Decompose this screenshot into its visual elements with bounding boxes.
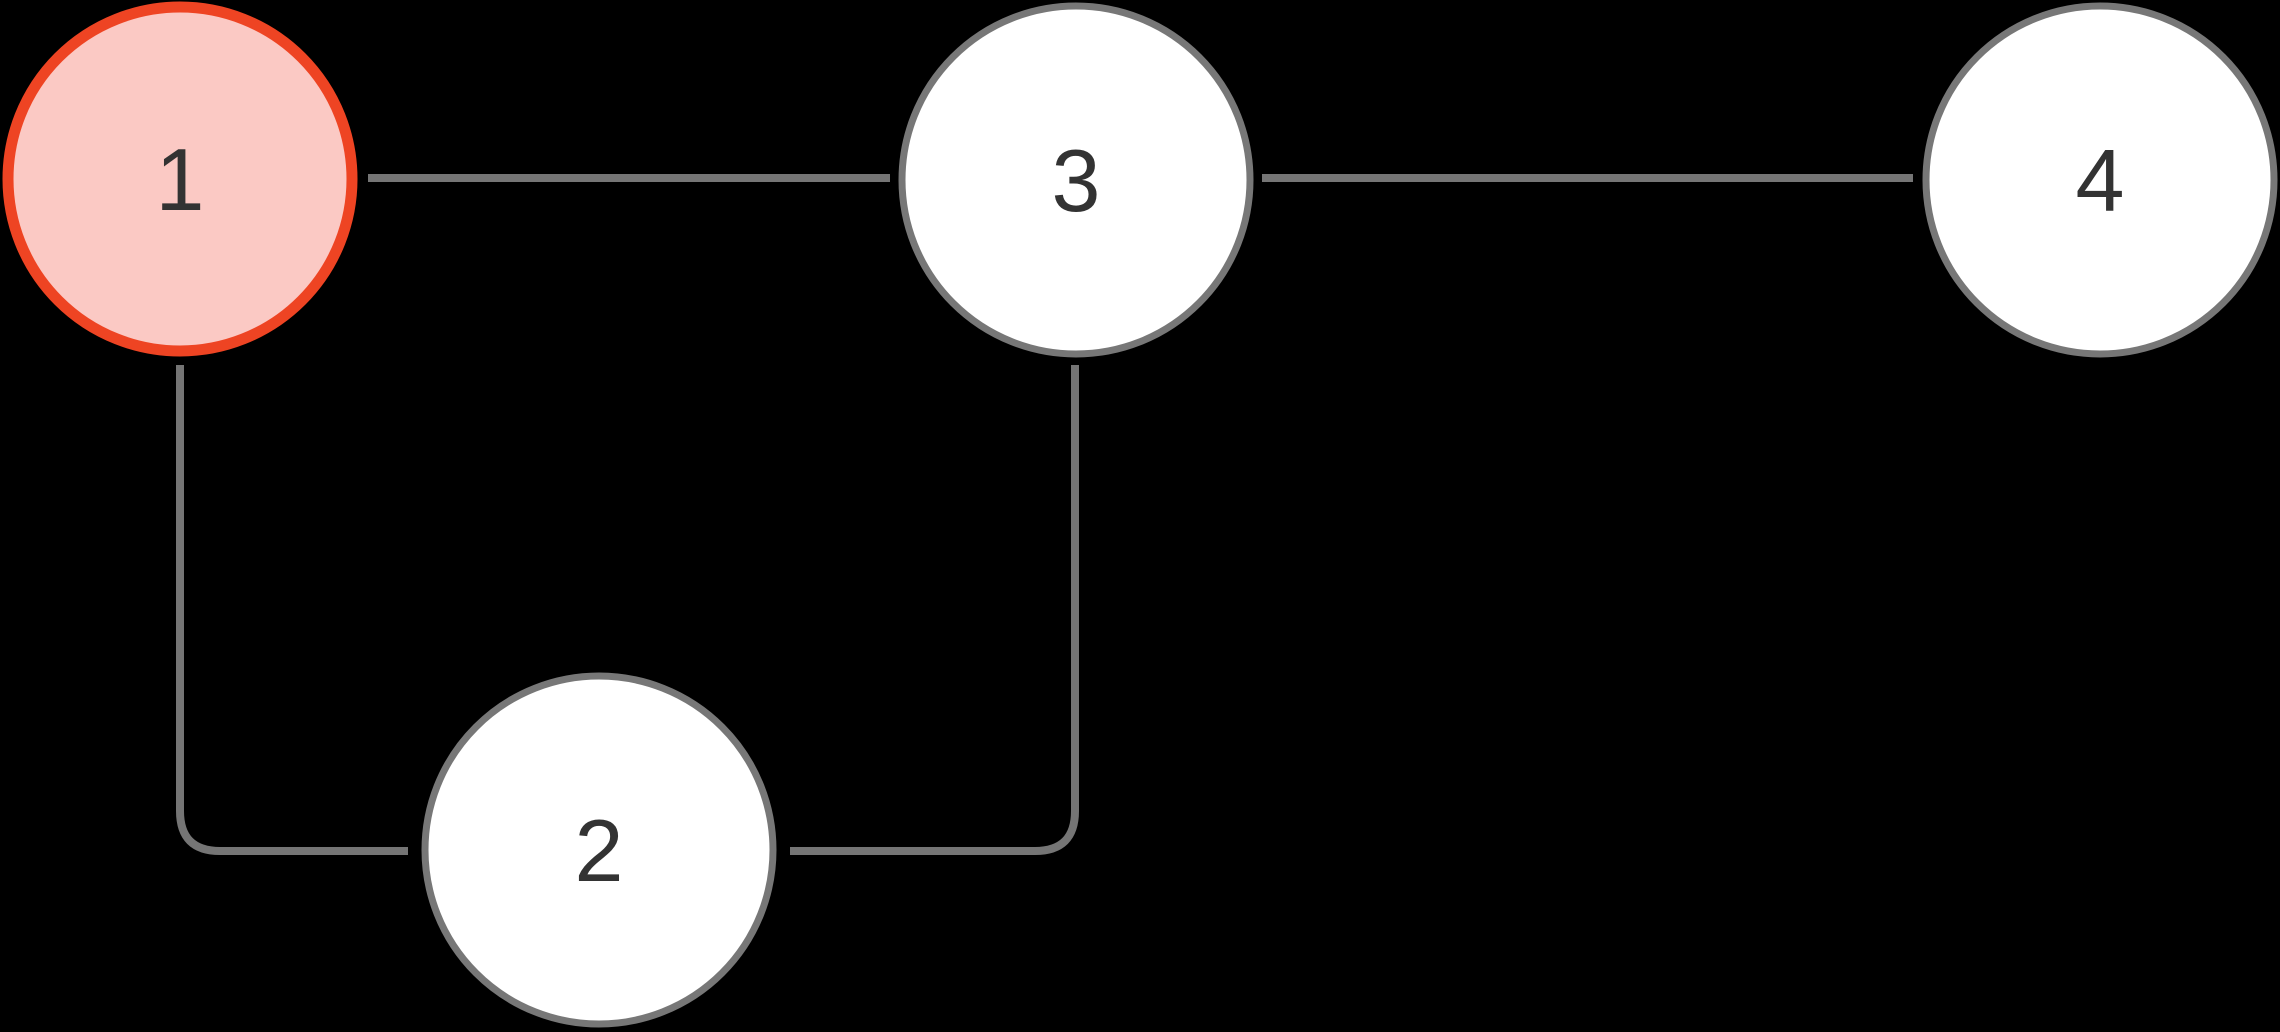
graph-node-1[interactable]: 1 (2, 1, 358, 357)
node-circle-3[interactable] (898, 2, 1254, 358)
node-label-1: 1 (156, 130, 205, 229)
graph-edge-2-3 (790, 365, 1079, 855)
graph-node-3[interactable]: 3 (898, 2, 1254, 358)
node-label-3: 3 (1052, 131, 1101, 230)
graph-node-4[interactable]: 4 (1922, 2, 2278, 358)
node-circle-4[interactable] (1922, 2, 2278, 358)
node-label-4: 4 (2076, 131, 2125, 230)
graph-node-2[interactable]: 2 (421, 672, 777, 1028)
node-circle-1[interactable] (2, 1, 358, 357)
graph-edge-1-2 (176, 365, 408, 855)
node-label-2: 2 (575, 801, 624, 900)
node-circle-2[interactable] (421, 672, 777, 1028)
edges-layer (176, 174, 1913, 855)
